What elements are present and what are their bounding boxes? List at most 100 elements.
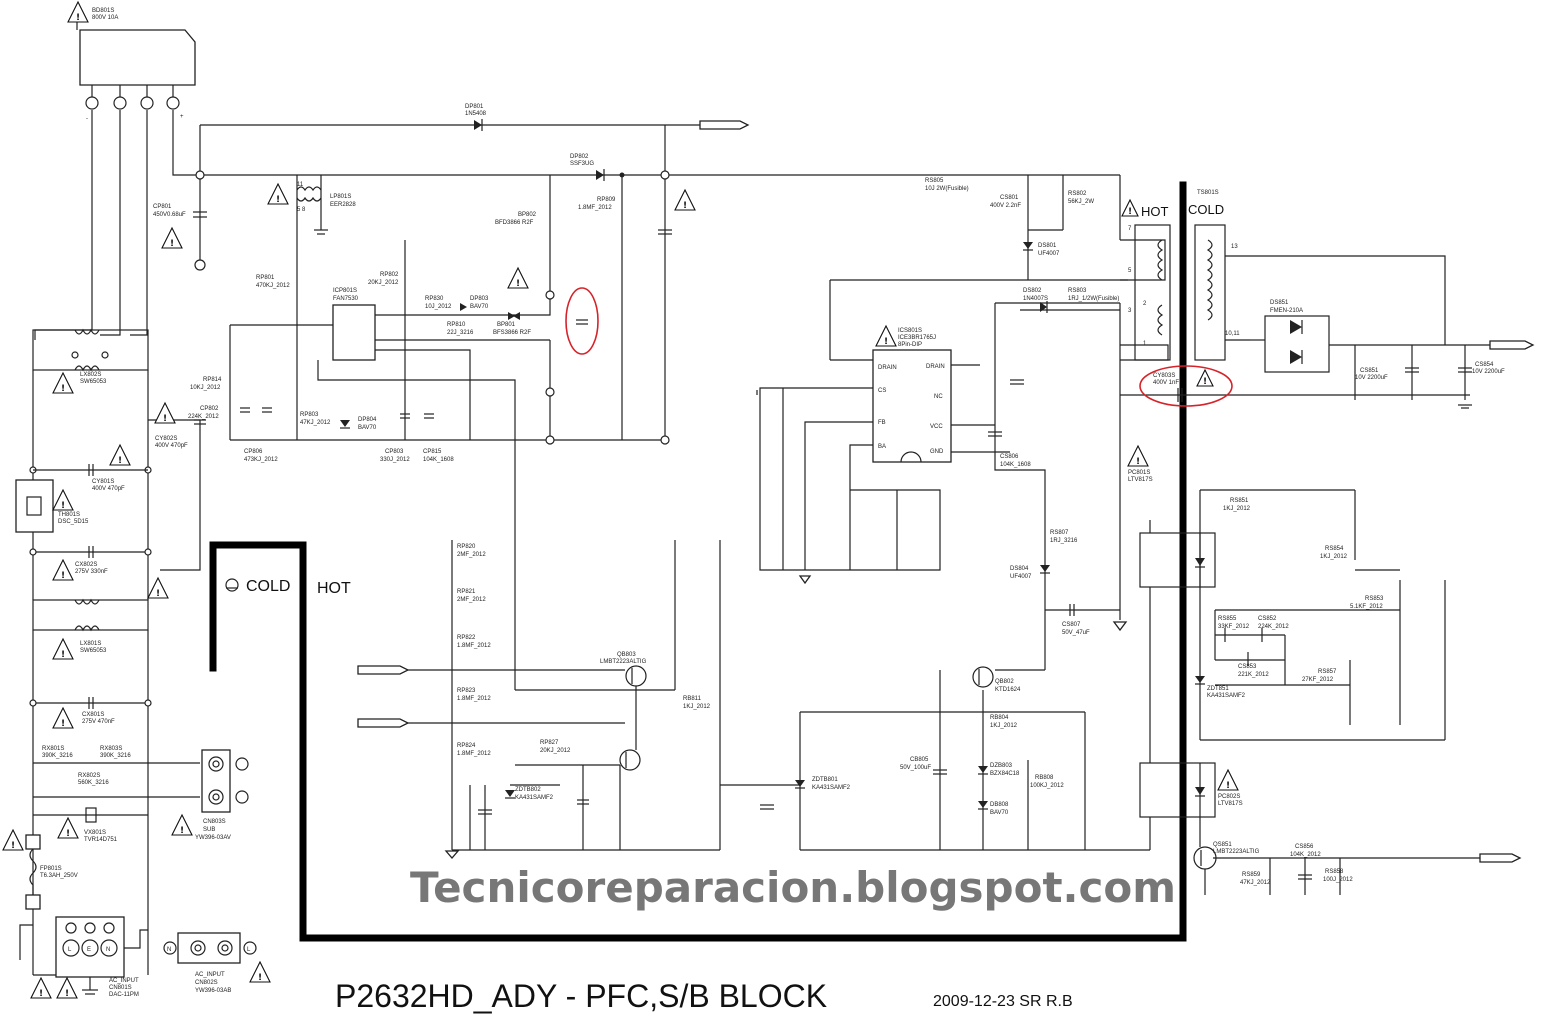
svg-text:5: 5 [1128,268,1132,274]
dp802-ref: DP802 [570,154,589,160]
right-cold-label: COLD [1188,202,1224,217]
rp814-ref: RP814 [203,377,222,383]
ac-pin-e: E [87,947,91,953]
svg-text:1: 1 [1143,341,1147,347]
warning-icon: ! [56,976,78,999]
standby-control: RP820 2MF_2012 RP821 2MF_2012 RP822 1.8M… [357,390,1151,859]
dp802-value: SSF3UG [570,161,594,167]
standby-primary: RS805 10J 2W(Fusible) CS801 400V 2.2nF R… [829,175,1169,620]
svg-text:+: + [180,114,184,120]
rs805-ref: RS805 [925,178,944,184]
cs806-ref: CS806 [1000,454,1019,460]
svg-text:3: 3 [1128,308,1132,314]
warning-icon: ! [52,488,74,511]
cp815-ref: CP815 [423,449,442,455]
cn803s-sub: SUB [203,827,215,833]
svg-text:!: ! [516,279,520,289]
lx802s-ref: LX802S [80,372,101,378]
svg-text:!: ! [66,829,70,839]
lx802s-value: SW65053 [80,379,107,385]
rs855-value: 33KF_2012 [1218,624,1250,630]
cy801s-value: 400V 470pF [92,486,125,492]
svg-text:!: ! [61,650,65,660]
input-connector-on-off [357,665,410,675]
rs857-value: 27KF_2012 [1302,677,1334,683]
rp830-value: 10J_2012 [425,304,452,310]
warning-icon: ! [1121,198,1139,217]
dp804-ref: DP804 [358,417,377,423]
ics-pin-drain2: DRAIN [926,364,945,370]
pc801s-ref: PC801S [1128,470,1150,476]
warning-icon: ! [249,960,271,983]
qb802-value: KTD1624 [995,687,1021,693]
diode-dp802: DP802 SSF3UG [570,154,605,181]
rp823-ref: RP823 [457,688,476,694]
cy801s-ref: CY801S [92,479,114,485]
cp815-value: 104K_1608 [423,457,454,463]
warning-icon: ! [161,226,183,249]
rs807-value: 1RJ_3216 [1050,538,1078,544]
bp801-value: BFS3866 R2F [493,330,531,336]
ics-pin-ba: BA [878,444,886,450]
svg-text:!: ! [11,841,15,851]
cn803s-part: YW396-03AV [195,835,231,841]
cp802-ref: CP802 [200,406,219,412]
rp830-ref: RP830 [425,296,444,302]
cp803-ref: CP803 [385,449,404,455]
ics-pin-vcc: VCC [930,424,943,430]
svg-text:!: ! [1128,207,1132,217]
pc802s-ref: PC802S [1218,794,1240,800]
rs858-value: 100J_2012 [1323,877,1353,883]
warning-icon: ! [875,324,897,347]
output-connector-pfc [699,120,750,130]
rb808-ref: RB808 [1035,775,1054,781]
rs805-value: 10J 2W(Fusible) [925,186,969,192]
left-cold-label: COLD [246,578,290,595]
icp801s-ref: ICP801S [333,288,357,294]
rb808-value: 100KJ_2012 [1030,783,1064,789]
db808-ref: DB808 [990,802,1009,808]
highlight-circle [1139,365,1233,407]
rs807-ref: RS807 [1050,530,1069,536]
qb802-ref: QB802 [995,679,1014,685]
rx802s-value: 560K_3216 [78,780,109,786]
warning-icon: ! [52,637,74,660]
ic-ics801s: ICS801S ICE3BR1765J 8Pin-DIP DRAIN CS FB… [872,328,952,463]
rb811-value: 1KJ_2012 [683,704,711,710]
cs801-ref: CS801 [1000,195,1019,201]
ground-cold-icon [225,578,239,592]
ic-icp801s: ICP801S FAN7530 [332,288,376,361]
cp806-value: 473KJ_2012 [244,457,278,463]
rs857-ref: RS857 [1318,669,1337,675]
cy802s-ref: CY802S [155,436,177,442]
rs855-ref: RS855 [1218,616,1237,622]
svg-text:!: ! [163,414,167,424]
cs854-value: 10V 2200uF [1472,369,1505,375]
svg-text:!: ! [276,195,280,205]
rs854-value: 1KJ_2012 [1320,554,1348,560]
rs853-value: 5.1KF_2012 [1350,604,1383,610]
connector-cn802s: N L AC_INPUT CN802S YW396-03AB [163,932,257,994]
optocoupler-pc801s: PC801S LTV817S [1128,470,1216,588]
svg-text:!: ! [683,201,687,211]
cs807-value: 50V_47uF [1062,630,1090,636]
secondary-feedback: RS851 1KJ_2012 RS854 1KJ_2012 RS853 5.1K… [1195,489,1446,741]
rx803s-value: 390K_3216 [100,753,131,759]
transistor-qs851: QS851 LMBT2223ALTIG CS856 104K_2012 RS85… [1193,817,1522,895]
svg-text:!: ! [118,456,122,466]
vx801s-ref: VX801S [84,830,106,836]
cy803s-ref: CY803S [1153,373,1175,379]
left-hot-label: HOT [317,580,351,597]
ics-pin-gnd: GND [930,449,944,455]
pc801s-value: LTV817S [1128,477,1153,483]
ac-input2-part: DAC-11PM [109,992,139,998]
warning-icon: ! [507,266,529,289]
rp822-ref: RP822 [457,635,476,641]
ds801-value: UF4007 [1038,251,1060,257]
rp803-value: 47KJ_2012 [300,420,331,426]
rp821-ref: RP821 [457,589,476,595]
warning-icon: ! [171,813,193,836]
zdtb801-value: KA431SAMF2 [812,785,851,791]
zdtb802-value: KA431SAMF2 [515,795,554,801]
ds802-ref: DS802 [1023,288,1042,294]
